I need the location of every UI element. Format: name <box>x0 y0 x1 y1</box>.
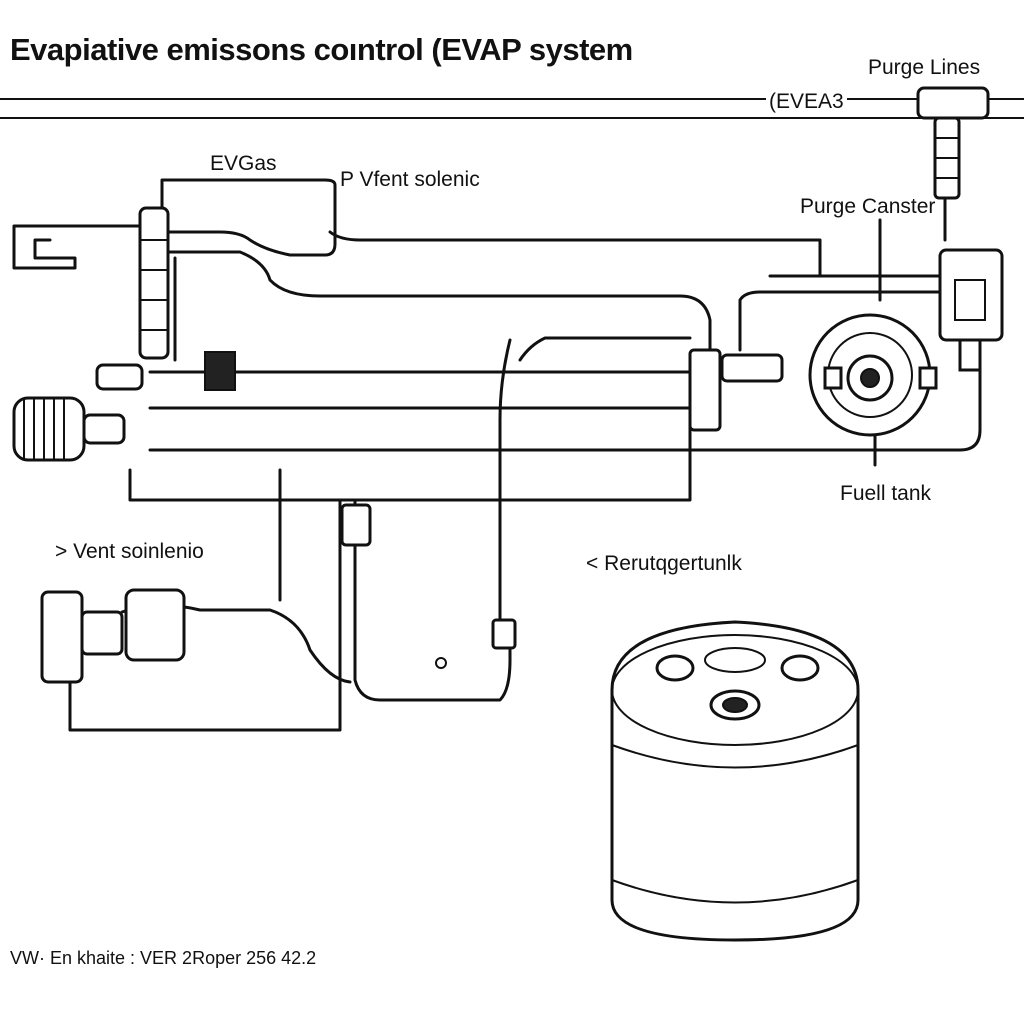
connector-left <box>204 351 236 391</box>
riser-top <box>518 336 692 362</box>
evgas-line <box>153 178 337 257</box>
label-vent-solenoid-left: ˃ Vent soinlenio <box>55 540 204 563</box>
vent-solenoid-stack <box>138 206 170 360</box>
riser-pipe <box>498 338 512 642</box>
label-purge-lines: Purge Lines <box>868 56 981 79</box>
label-purge-canster: Purge Canster <box>800 195 936 218</box>
purge-line-cap <box>916 86 990 120</box>
label-vent-solenic: P Vfent solenic <box>340 168 480 191</box>
lower-loop <box>128 418 692 502</box>
label-rerutq: < Rerutqgertunlk <box>586 552 742 575</box>
diagram-title: Evapiative emissons coıntrol (EVAP syste… <box>10 32 633 67</box>
mount-bracket <box>12 224 152 270</box>
return-line <box>148 298 982 452</box>
lower-clamp <box>124 588 186 662</box>
purge-line <box>163 250 712 372</box>
connector-right <box>688 348 722 432</box>
label-evea-tag: (EVEA3 <box>766 90 847 114</box>
purge-valve-box <box>938 248 1004 342</box>
footer-code: VW· En khaite : VER 2Roper 256 42.2 <box>10 948 317 968</box>
canister-feed <box>738 290 942 352</box>
connector-nozzle <box>720 353 784 383</box>
label-fuel-tank: Fuell tank <box>840 482 932 505</box>
upper-vent-line <box>328 230 822 278</box>
lower-solenoid-body <box>40 590 84 684</box>
drain-loop <box>353 498 512 702</box>
label-evgas: EVGas <box>210 152 277 175</box>
